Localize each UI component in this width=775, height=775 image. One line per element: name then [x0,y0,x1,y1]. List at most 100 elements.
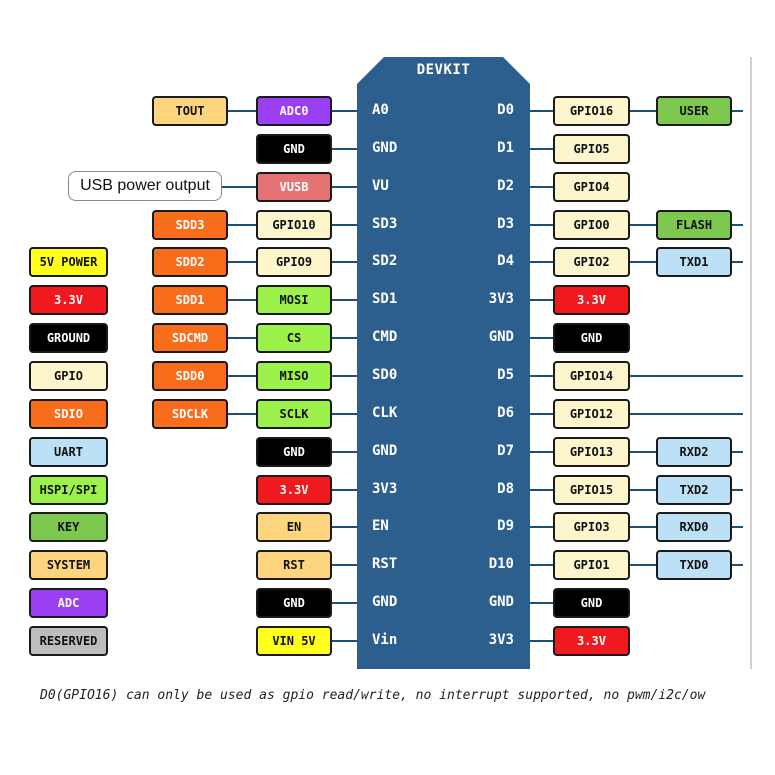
left-wire-12 [330,564,357,567]
legend-hspi-spi: HSPI/SPI [29,474,108,505]
pin-label-gnd-6: GND [488,329,514,346]
left-wire-9 [330,450,357,453]
pin-box-mosi: MOSI [256,285,332,316]
frame-border-right [750,57,752,669]
pin-label-en-11: EN [372,518,389,535]
pin-label-vu-2: VU [372,177,389,194]
pin-box-3-3v: 3.3V [256,474,332,505]
pin-box-sdd3: SDD3 [152,209,228,240]
legend-gpio: GPIO [29,360,108,391]
legend-reserved: RESERVED [29,625,108,656]
pin-box-en: EN [256,512,332,543]
pin-box-gpio0: GPIO0 [553,209,630,240]
pin-box-sdd2: SDD2 [152,247,228,278]
right-wire-14 [530,639,555,642]
pin-box-gnd: GND [256,588,332,619]
pin-box-gpio10: GPIO10 [256,209,332,240]
usb-power-output-note: USB power output [68,171,222,201]
left-wire-10 [330,488,357,491]
legend-3-3v: 3.3V [29,285,108,316]
right-wire-1 [530,147,555,150]
footnote: D0(GPIO16) can only be used as gpio read… [40,688,706,703]
board-title: DEVKIT [416,62,471,78]
pin-box-user: USER [656,96,732,126]
pin-label-gnd-13: GND [488,594,514,611]
pin-box-gpio2: GPIO2 [553,247,630,278]
pin-label-a0-0: A0 [372,102,389,118]
pin-box-gpio15: GPIO15 [553,474,630,505]
pin-box-gnd: GND [553,588,630,619]
right-wire-0 [530,110,743,112]
pin-box-sdd1: SDD1 [152,285,228,316]
right-wire-8 [530,412,743,415]
pin-label-d9-11: D9 [497,518,514,535]
right-wire-7 [530,374,743,377]
pin-label-d3-3: D3 [497,215,514,232]
right-wire-11 [530,526,743,529]
pin-box-flash: FLASH [656,209,732,240]
pin-box-sdcmd: SDCMD [152,323,228,354]
left-wire-13 [330,602,357,605]
pin-box-sdclk: SDCLK [152,398,228,429]
pin-label-3v3-5: 3V3 [488,291,514,308]
pin-box-rst: RST [256,550,332,581]
pin-label-cmd-6: CMD [372,329,398,346]
pin-box-vusb: VUSB [256,171,332,202]
pin-box-gpio9: GPIO9 [256,247,332,278]
right-wire-10 [530,488,743,491]
pin-label-d10-12: D10 [488,556,514,573]
legend-system: SYSTEM [29,550,108,581]
pin-box-cs: CS [256,323,332,354]
board-corner-right [503,57,530,84]
pin-box-gpio12: GPIO12 [553,398,630,429]
right-wire-13 [530,602,555,605]
pin-box-tout: TOUT [152,96,228,126]
left-wire-11 [330,526,357,529]
pin-label-rst-12: RST [372,556,398,573]
pin-box-sdd0: SDD0 [152,360,228,391]
pin-label-d1-1: D1 [497,139,514,156]
pin-label-sd3-3: SD3 [372,215,398,232]
pin-box-3-3v: 3.3V [553,285,630,316]
pin-box-vin-5v: VIN 5V [256,625,332,656]
board-corner-left [357,57,384,84]
pin-box-txd2: TXD2 [656,474,732,505]
devkit-board [357,57,530,669]
pin-label-3v3-10: 3V3 [372,480,398,497]
pin-label-d6-8: D6 [497,404,514,421]
pin-label-d4-4: D4 [497,253,514,270]
right-wire-9 [530,450,743,453]
pin-box-txd1: TXD1 [656,247,732,278]
pin-label-sd1-5: SD1 [372,291,398,308]
right-wire-5 [530,299,555,302]
pin-box-gpio4: GPIO4 [553,171,630,202]
pin-box-gnd: GND [553,323,630,354]
left-wire-14 [330,639,357,642]
pin-box-gpio3: GPIO3 [553,512,630,543]
pin-box-rxd2: RXD2 [656,436,732,467]
pin-box-gnd: GND [256,133,332,164]
right-wire-4 [530,261,743,264]
pin-box-gpio1: GPIO1 [553,550,630,581]
right-wire-6 [530,337,555,340]
legend-key: KEY [29,512,108,543]
legend-5v-power: 5V POWER [29,247,108,278]
pin-label-sd2-4: SD2 [372,253,398,270]
pin-label-d2-2: D2 [497,177,514,194]
right-wire-3 [530,223,743,226]
pin-label-vin-14: Vin [372,631,398,648]
pin-label-clk-8: CLK [372,404,398,421]
legend-sdio: SDIO [29,398,108,429]
pin-label-gnd-13: GND [372,594,398,611]
left-wire-1 [330,147,357,150]
right-wire-2 [530,185,555,188]
pin-box-adc0: ADC0 [256,96,332,126]
pin-label-d5-7: D5 [497,366,514,383]
right-wire-12 [530,564,743,567]
pin-box-gpio14: GPIO14 [553,360,630,391]
legend-uart: UART [29,436,108,467]
pin-box-gpio5: GPIO5 [553,133,630,164]
pin-box-txd0: TXD0 [656,550,732,581]
pin-box-gpio16: GPIO16 [553,96,630,126]
pin-label-gnd-1: GND [372,139,398,156]
